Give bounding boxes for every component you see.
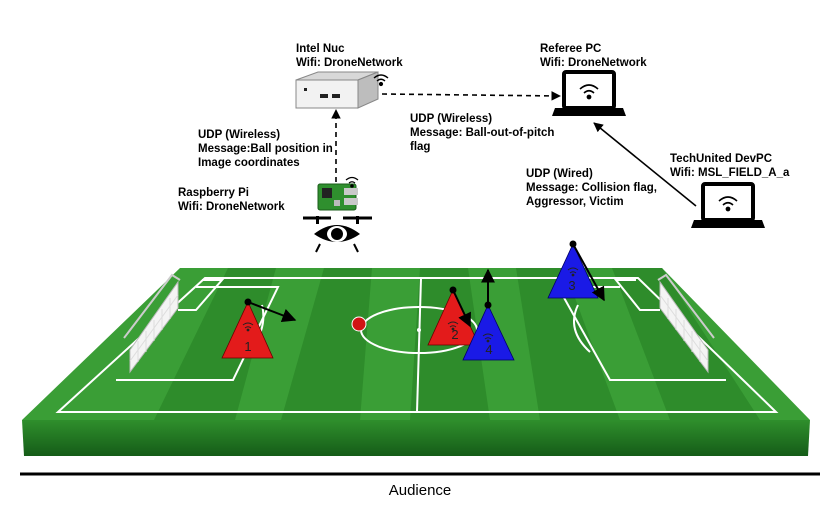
- message-content: Message: Collision flag,: [526, 182, 657, 194]
- wifi-icon: [447, 321, 459, 331]
- referee-pc-label: Referee PC Wifi: DroneNetwork: [540, 42, 647, 70]
- robot-2-red: 2: [427, 286, 480, 346]
- techunited-devpc-laptop-icon: [691, 182, 765, 228]
- robot-4-number: 4: [485, 342, 492, 357]
- wifi-icon: [242, 322, 254, 332]
- message-content: Image coordinates: [198, 157, 300, 169]
- devpc-to-referee-arrow: [593, 122, 697, 207]
- intel-nuc-icon: [295, 71, 389, 109]
- wifi-icon: [579, 84, 599, 100]
- robot-3-blue: 3: [547, 240, 605, 302]
- techunited-devpc-wifi: Wifi: MSL_FIELD_A_a: [670, 167, 790, 179]
- raspberry-pi-wifi: Wifi: DroneNetwork: [178, 201, 285, 213]
- wifi-icon: [718, 196, 738, 212]
- audience-label: Audience: [388, 482, 452, 499]
- referee-pc-laptop-icon: [552, 70, 626, 116]
- left-goal: [123, 273, 181, 374]
- message-content: Aggressor, Victim: [526, 196, 624, 208]
- nuc-to-referee-message: UDP (Wireless) Message: Ball-out-of-pitc…: [410, 112, 554, 154]
- intel-nuc-wifi: Wifi: DroneNetwork: [296, 57, 403, 69]
- right-goal: [657, 273, 715, 374]
- robot-2-number: 2: [451, 327, 458, 342]
- intel-nuc-name: Intel Nuc: [296, 43, 345, 55]
- message-content: flag: [410, 141, 431, 153]
- referee-pc-wifi: Wifi: DroneNetwork: [540, 57, 647, 69]
- wifi-icon: [482, 333, 494, 343]
- robot-1-red: 1: [221, 298, 297, 359]
- ball: [351, 316, 367, 332]
- techunited-devpc-name: TechUnited DevPC: [670, 153, 773, 165]
- robot-4-blue: 4: [462, 268, 515, 361]
- nuc-to-referee-arrow: [381, 91, 561, 101]
- wifi-icon: [373, 74, 389, 87]
- message-protocol: UDP (Wired): [526, 168, 593, 180]
- message-protocol: UDP (Wireless): [410, 113, 493, 125]
- message-content: Message: Ball-out-of-pitch: [410, 127, 555, 139]
- referee-pc-name: Referee PC: [540, 43, 602, 55]
- raspberry-pi-label: Raspberry Pi Wifi: DroneNetwork: [178, 186, 285, 214]
- soccer-field: [22, 268, 810, 456]
- field-side-edge: [22, 420, 810, 456]
- intel-nuc-label: Intel Nuc Wifi: DroneNetwork: [296, 42, 403, 70]
- devpc-to-referee-message: UDP (Wired) Message: Collision flag, Agg…: [526, 167, 657, 209]
- wifi-icon: [567, 267, 579, 277]
- wifi-icon: [345, 176, 359, 188]
- techunited-devpc-label: TechUnited DevPC Wifi: MSL_FIELD_A_a: [670, 152, 789, 180]
- robot-1-number: 1: [244, 339, 251, 354]
- robot-3-number: 3: [568, 278, 575, 293]
- message-protocol: UDP (Wireless): [198, 129, 281, 141]
- pi-to-nuc-message: UDP (Wireless) Message:Ball position in …: [198, 128, 333, 170]
- raspberry-pi-drone-icon: [303, 176, 372, 253]
- message-content: Message:Ball position in: [198, 143, 333, 155]
- raspberry-pi-name: Raspberry Pi: [178, 187, 249, 199]
